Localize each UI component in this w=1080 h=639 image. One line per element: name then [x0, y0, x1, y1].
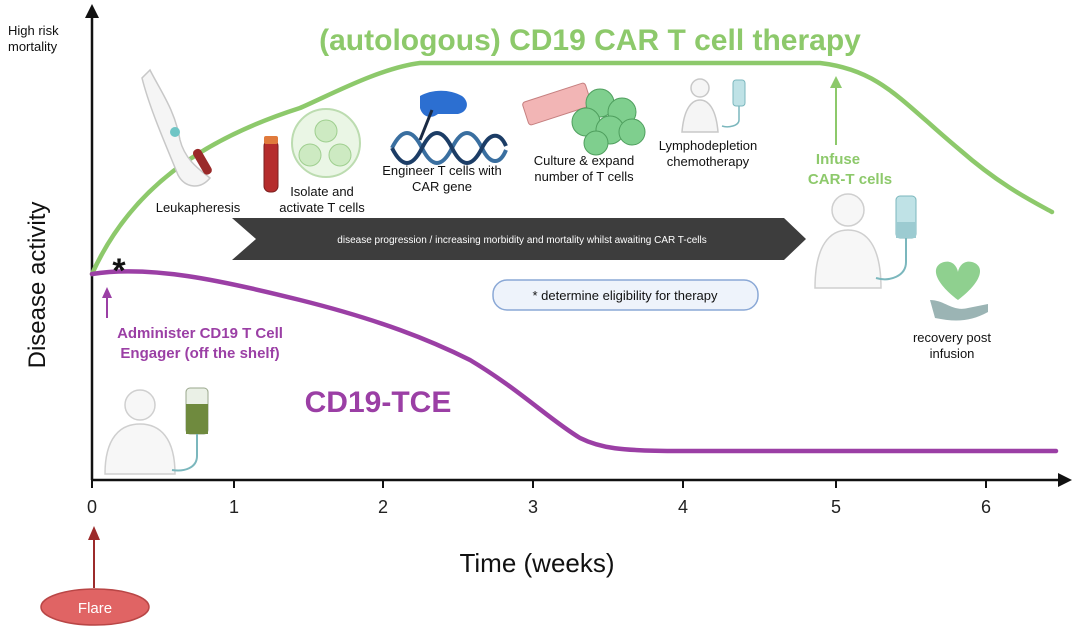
x-tick-label: 4: [678, 497, 688, 517]
patient-tce-infusion-icon: [104, 387, 209, 475]
progression-banner: disease progression / increasing morbidi…: [232, 218, 806, 260]
x-tick-label: 5: [831, 497, 841, 517]
step-label-lymphodepletion: Lymphodepletion: [659, 138, 758, 153]
axes: 0 1 2 3 4 5 6 High risk mortality Diseas…: [8, 4, 1072, 578]
x-axis-arrowhead: [1058, 473, 1072, 487]
recovery-label: infusion: [930, 346, 975, 361]
car-t-title: (autologous) CD19 CAR T cell therapy: [319, 24, 861, 57]
flare-badge: [40, 588, 150, 626]
petri-dish-icon: [291, 108, 361, 178]
recovery-label: recovery post: [913, 330, 991, 345]
x-axis-title: Time (weeks): [459, 548, 614, 578]
x-tick-label: 1: [229, 497, 239, 517]
dna-gloved-hand-icon: [390, 90, 508, 165]
eligibility-marker: *: [112, 252, 126, 290]
infuse-label: CAR-T cells: [808, 171, 892, 188]
x-tick-label: 6: [981, 497, 991, 517]
y-axis-arrowhead: [85, 4, 99, 18]
step-label-lymphodepletion: chemotherapy: [667, 154, 750, 169]
step-label-isolate: activate T cells: [279, 200, 365, 215]
x-ticks: [91, 480, 987, 488]
y-axis-title: Disease activity: [24, 202, 51, 369]
tce-title: CD19-TCE: [305, 386, 452, 419]
step-label-engineer: Engineer T cells with: [382, 163, 501, 178]
patient-infusion-icon: [814, 193, 917, 289]
flare-label: Flare: [78, 600, 112, 617]
x-tick-label: 2: [378, 497, 388, 517]
y-axis-top-label: mortality: [8, 39, 58, 54]
x-tick-label: 0: [87, 497, 97, 517]
blood-tube-icon: [263, 136, 279, 193]
eligibility-box: [492, 279, 759, 311]
patient-iv-icon: [681, 78, 746, 133]
step-label-culture: Culture & expand: [534, 153, 634, 168]
step-label-engineer: CAR gene: [412, 179, 472, 194]
y-axis-top-label: High risk: [8, 23, 59, 38]
heart-in-hand-icon: [930, 261, 988, 321]
administer-label: Engager (off the shelf): [120, 345, 279, 362]
administer-label: Administer CD19 T Cell: [117, 325, 283, 342]
arm-icon: [141, 68, 212, 187]
flare-arrowhead: [88, 526, 100, 540]
culture-flask-cells-icon: [522, 82, 646, 156]
administer-arrowhead: [102, 287, 112, 298]
progression-text: disease progression / increasing morbidi…: [337, 235, 706, 246]
tce-curve: [89, 269, 1059, 454]
infuse-label: Infuse: [816, 151, 860, 168]
step-label-isolate: Isolate and: [290, 184, 354, 199]
infuse-arrowhead: [830, 76, 842, 88]
x-tick-label: 3: [528, 497, 538, 517]
eligibility-text: * determine eligibility for therapy: [533, 288, 718, 303]
step-label-leukapheresis: Leukapheresis: [156, 200, 241, 215]
step-label-culture: number of T cells: [534, 169, 634, 184]
